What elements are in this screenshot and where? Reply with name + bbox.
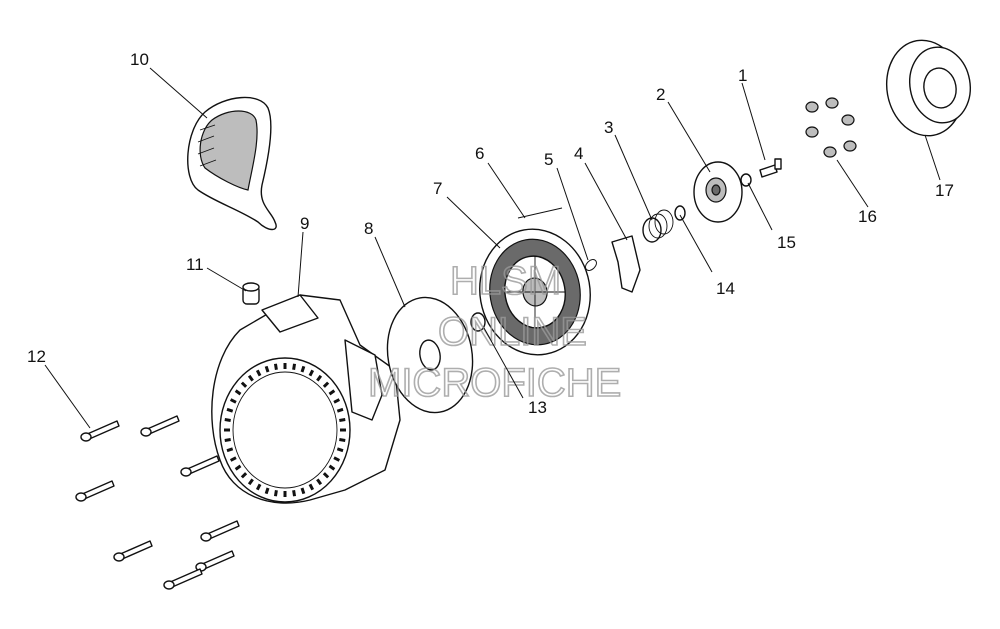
vent-slot — [226, 447, 234, 453]
vent-slot — [224, 438, 231, 442]
callout-9: 9 — [300, 214, 309, 233]
vent-slot — [234, 464, 242, 471]
part-3-coil-spring — [642, 209, 674, 243]
watermark-line-3: MICROFICHE — [368, 361, 621, 405]
leader-lines — [44, 67, 941, 429]
vent-slot — [292, 363, 297, 370]
callout-15: 15 — [777, 233, 796, 252]
part-15-washer — [740, 173, 752, 187]
part-8-friction-plate — [386, 296, 474, 414]
part-4-ratchet-pawl — [611, 235, 641, 293]
vent-slot — [336, 447, 344, 453]
vent-slot — [240, 381, 248, 388]
part-14-washer — [674, 205, 686, 221]
vent-slot — [328, 389, 336, 396]
bolt — [195, 550, 235, 572]
callout-6: 6 — [475, 144, 484, 163]
vent-slot — [234, 389, 242, 396]
vent-slot — [226, 407, 234, 413]
watermark-line-1: HLSM — [450, 259, 561, 303]
vent-slot — [283, 363, 287, 369]
part-17-starter-cup — [885, 39, 971, 137]
part-2-pulley-disc — [693, 161, 743, 223]
part-6-rope — [517, 207, 563, 219]
callout-3: 3 — [604, 118, 613, 137]
vent-slot — [264, 365, 270, 373]
vent-slot — [300, 365, 306, 373]
housing-vent-slots — [224, 363, 346, 497]
watermark: HLSM ONLINE MICROFICHE — [367, 258, 622, 406]
callout-14: 14 — [716, 279, 735, 298]
vent-slot — [224, 418, 231, 422]
part-12-bolts — [75, 415, 240, 590]
vent-slot — [322, 472, 330, 479]
vent-slot — [308, 369, 315, 377]
part-11-plug — [242, 282, 260, 305]
vent-slot — [229, 398, 237, 404]
part-10-starter-handle — [187, 96, 277, 231]
vent-slot — [308, 483, 315, 491]
callout-13: 13 — [528, 398, 547, 417]
vent-slot — [339, 418, 346, 422]
vent-slot — [328, 464, 336, 471]
vent-slot — [300, 487, 306, 495]
callout-1: 1 — [738, 66, 747, 85]
vent-slot — [224, 428, 230, 432]
vent-slot — [316, 374, 323, 382]
vent-slot — [255, 369, 262, 377]
bolt — [75, 480, 115, 502]
vent-slot — [273, 363, 278, 370]
callout-2: 2 — [656, 85, 665, 104]
callout-10: 10 — [130, 50, 149, 69]
vent-slot — [333, 398, 341, 404]
bolt — [180, 455, 220, 477]
vent-slot — [336, 407, 344, 413]
part-5-spring — [585, 259, 597, 271]
bolt — [163, 568, 203, 590]
callout-12: 12 — [27, 347, 46, 366]
part-16-screws — [805, 97, 857, 158]
bolt — [113, 540, 153, 562]
part-9-recoil-housing — [211, 294, 401, 504]
vent-slot — [229, 456, 237, 462]
watermark-line-2: ONLINE — [438, 310, 587, 354]
bolt — [140, 415, 180, 437]
callout-11: 11 — [186, 255, 204, 274]
callout-8: 8 — [364, 219, 373, 238]
vent-slot — [240, 472, 248, 479]
vent-slot — [264, 487, 270, 495]
callout-16: 16 — [858, 207, 877, 226]
part-7-rope-reel — [479, 228, 591, 356]
vent-slot — [340, 428, 346, 432]
callout-labels: 1 2 3 4 5 6 7 8 9 10 11 12 13 14 15 16 1… — [27, 50, 954, 417]
callout-17: 17 — [935, 181, 954, 200]
vent-slot — [333, 456, 341, 462]
part-1-bolt — [759, 158, 782, 178]
bolt — [80, 420, 120, 442]
vent-slot — [316, 478, 323, 486]
vent-slot — [292, 490, 297, 497]
vent-slot — [255, 483, 262, 491]
callout-7: 7 — [433, 179, 442, 198]
bolt — [200, 520, 240, 542]
callout-5: 5 — [544, 150, 553, 169]
vent-slot — [322, 381, 330, 388]
callout-4: 4 — [574, 144, 583, 163]
vent-slot — [283, 491, 287, 497]
vent-slot — [273, 490, 278, 497]
vent-slot — [247, 374, 254, 382]
vent-slot — [247, 478, 254, 486]
part-13-bushing — [470, 312, 486, 332]
vent-slot — [339, 438, 346, 442]
